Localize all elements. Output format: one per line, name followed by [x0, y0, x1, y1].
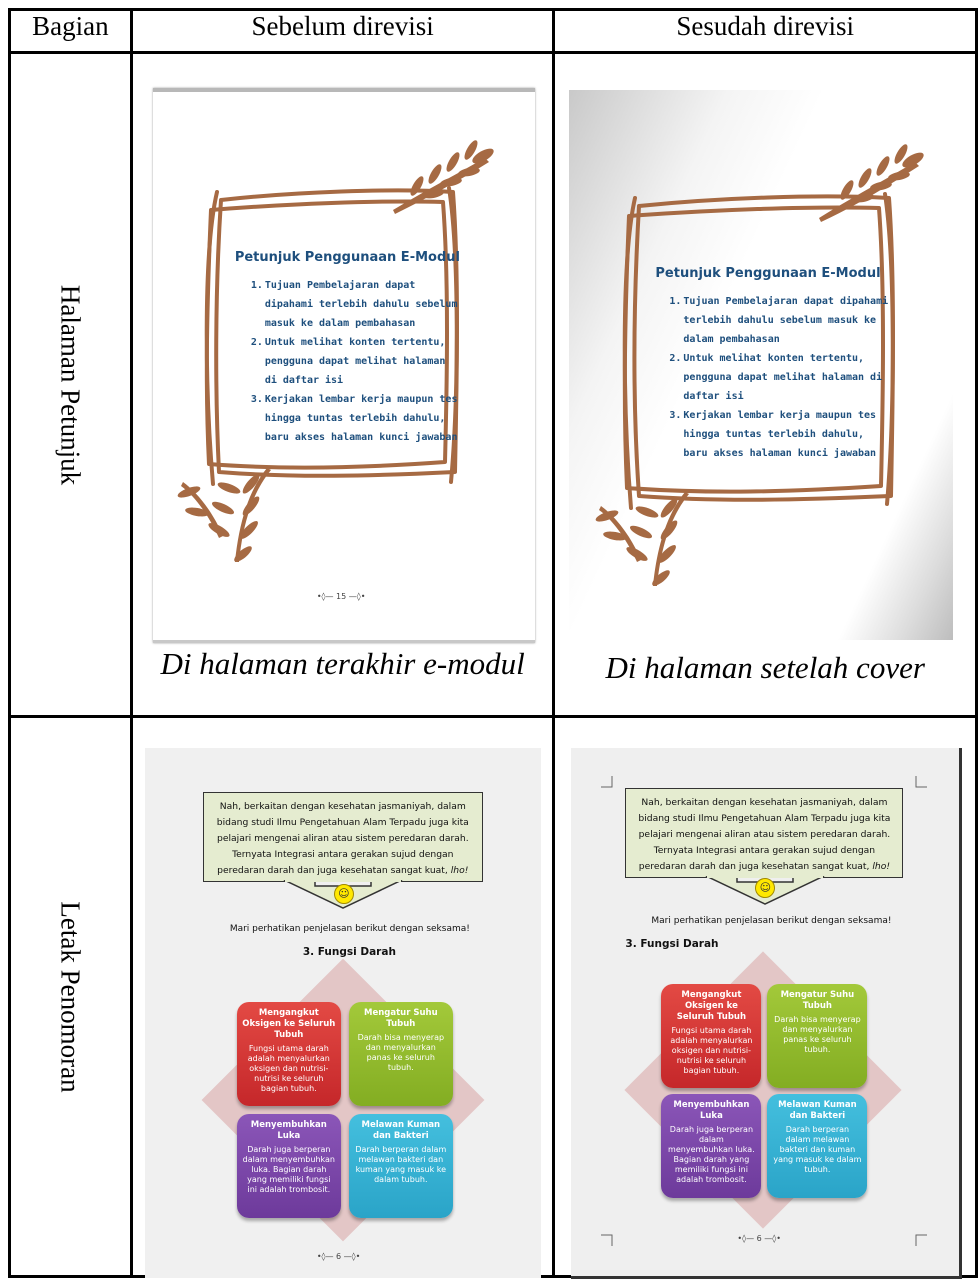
petunjuk-title: Petunjuk Penggunaan E-Modul — [234, 250, 460, 265]
section-heading: 3. Fungsi Darah — [302, 946, 396, 958]
box-kuman: Melawan Kuman dan Bakteri Darah berperan… — [348, 1114, 453, 1218]
instruction-text: Mari perhatikan penjelasan berikut denga… — [229, 924, 470, 934]
leaf-bottom-left — [596, 492, 690, 586]
crop-mark-icon — [601, 1234, 613, 1246]
list-item: 1.Tujuan Pembelajaran dapat dipahami ter… — [669, 296, 889, 345]
leaf-bottom-left — [177, 468, 271, 562]
box-suhu: Mengatur Suhu Tubuh Darah bisa menyerap … — [767, 984, 868, 1088]
box-suhu: Mengatur Suhu Tubuh Darah bisa menyerap … — [348, 1002, 453, 1106]
penomoran-page-before: Nah, berkaitan dengan kesehatan jasmaniy… — [144, 748, 541, 1278]
smiley-icon: ☺ — [755, 878, 776, 898]
box-kuman: Melawan Kuman dan Bakteri Darah berperan… — [767, 1094, 868, 1198]
row-label-petunjuk: Halaman Petunjuk — [55, 284, 86, 485]
caption-after: Di halaman setelah cover — [605, 650, 925, 685]
comparison-table: Bagian Sebelum direvisi Sesudah direvisi… — [8, 8, 978, 1279]
list-item: 3.Kerjakan lembar kerja maupun tes hingg… — [669, 410, 877, 459]
box-luka: Menyembuhkan Luka Darah juga berperan da… — [661, 1094, 762, 1198]
smiley-icon: ☺ — [333, 884, 354, 904]
petunjuk-page-after: Petunjuk Penggunaan E-Modul 1.Tujuan Pem… — [569, 90, 954, 640]
list-item: 2.Untuk melihat konten tertentu, penggun… — [250, 337, 446, 386]
leaf-top-right — [392, 140, 494, 214]
crop-mark-icon — [915, 776, 928, 788]
page-number: •◊— 6 —◊• — [316, 1252, 361, 1261]
list-item: 3.Kerjakan lembar kerja maupun tes hingg… — [250, 394, 458, 443]
petunjuk-title: Petunjuk Penggunaan E-Modul — [655, 266, 881, 281]
page-number: •◊— 6 —◊• — [737, 1234, 781, 1243]
petunjuk-after-cell: Petunjuk Penggunaan E-Modul 1.Tujuan Pem… — [552, 51, 978, 718]
row-label-cell: Letak Penomoran — [8, 715, 133, 1278]
list-item: 2.Untuk melihat konten tertentu, penggun… — [669, 353, 883, 402]
section-heading: 3. Fungsi Darah — [625, 938, 719, 950]
penomoran-page-after: Nah, berkaitan dengan kesehatan jasmaniy… — [571, 748, 963, 1279]
header-sesudah: Sesudah direvisi — [552, 8, 978, 54]
frame-ornament — [596, 144, 925, 586]
leaf-top-right — [819, 144, 925, 222]
box-oksigen: Mengangkut Oksigen ke Seluruh Tubuh Fung… — [236, 1002, 341, 1106]
info-bubble: Nah, berkaitan dengan kesehatan jasmaniy… — [625, 788, 904, 878]
box-oksigen: Mengangkut Oksigen ke Seluruh Tubuh Fung… — [661, 984, 762, 1088]
frame-ornament — [177, 140, 494, 562]
petunjuk-list: 1.Tujuan Pembelajaran dapat dipahami ter… — [669, 292, 889, 463]
row-label-cell: Halaman Petunjuk — [8, 51, 133, 718]
crop-mark-icon — [915, 1234, 928, 1246]
petunjuk-before-cell: Petunjuk Penggunaan E-Modul 1.Tujuan Pem… — [129, 51, 556, 718]
list-item: 1.Tujuan Pembelajaran dapat dipahami ter… — [250, 280, 458, 329]
header-sebelum: Sebelum direvisi — [129, 8, 556, 54]
page-number: •◊— 15 —◊• — [316, 592, 366, 601]
header-bagian: Bagian — [8, 8, 133, 54]
info-bubble: Nah, berkaitan dengan kesehatan jasmaniy… — [202, 792, 483, 882]
penomoran-before-cell: Nah, berkaitan dengan kesehatan jasmaniy… — [129, 715, 556, 1278]
instruction-text: Mari perhatikan penjelasan berikut denga… — [651, 916, 892, 926]
box-luka: Menyembuhkan Luka Darah juga berperan da… — [236, 1114, 341, 1218]
caption-before: Di halaman terakhir e-modul — [160, 646, 525, 681]
petunjuk-page-before: Petunjuk Penggunaan E-Modul 1.Tujuan Pem… — [152, 88, 535, 643]
row-label-penomoran: Letak Penomoran — [55, 900, 86, 1093]
penomoran-after-cell: Nah, berkaitan dengan kesehatan jasmaniy… — [552, 715, 978, 1279]
petunjuk-list: 1.Tujuan Pembelajaran dapat dipahami ter… — [251, 276, 463, 447]
crop-mark-icon — [601, 776, 613, 788]
